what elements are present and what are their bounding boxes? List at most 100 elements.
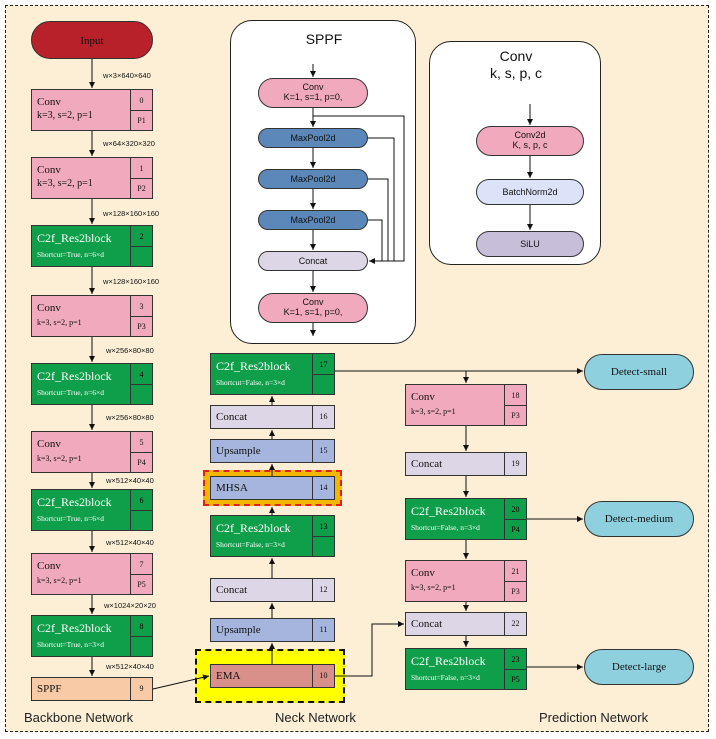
maxpool-label: MaxPool2d bbox=[290, 133, 336, 143]
node-title: Conv bbox=[37, 560, 61, 572]
neck-c2f-13: C2f_Res2block Shortcut=False, n=3×d 13 bbox=[210, 515, 335, 557]
prediction-section-label: Prediction Network bbox=[539, 710, 649, 725]
neck-upsample-11: Upsample 11 bbox=[210, 618, 335, 642]
node-title: Conv bbox=[37, 302, 61, 314]
sppf-maxpool-1: MaxPool2d bbox=[258, 128, 368, 148]
neck-upsample-15: Upsample 15 bbox=[210, 439, 335, 463]
node-index: 20 bbox=[504, 499, 526, 520]
tensor-shape-label: w×3×640×640 bbox=[103, 71, 151, 80]
node-title: C2f_Res2block bbox=[37, 495, 112, 509]
node-index: 14 bbox=[312, 477, 334, 499]
node-title: C2f_Res2block bbox=[37, 369, 112, 383]
backbone-c2f-6: C2f_Res2block Shortcut=True, n=6×d 6 bbox=[31, 489, 153, 531]
node-params: Shortcut=False, n=3×d bbox=[216, 540, 285, 549]
conv-panel-title-line2: k, s, p, c bbox=[489, 65, 543, 81]
backbone-c2f-8: C2f_Res2block Shortcut=True, n=3×d 8 bbox=[31, 615, 153, 657]
node-level-empty bbox=[130, 511, 152, 531]
node-level: P3 bbox=[504, 406, 526, 426]
node-index: 1 bbox=[130, 158, 152, 179]
silu-label: SiLU bbox=[520, 239, 540, 249]
node-level: P3 bbox=[504, 582, 526, 602]
detect-small-output: Detect-small bbox=[584, 354, 694, 390]
pred-c2f-20: C2f_Res2block Shortcut=False, n=3×d 20 P… bbox=[405, 498, 527, 540]
node-title: C2f_Res2block bbox=[216, 521, 291, 535]
sppf-conv-params: K=1, s=1, p=0, bbox=[283, 307, 343, 317]
neck-concat-12: Concat 12 bbox=[210, 578, 335, 602]
node-title: Conv bbox=[411, 567, 435, 579]
backbone-c2f-2: C2f_Res2block Shortcut=True, n=6×d 2 bbox=[31, 225, 153, 267]
node-index: 19 bbox=[504, 453, 526, 475]
node-params: Shortcut=True, n=6×d bbox=[37, 388, 104, 397]
detect-label: Detect-medium bbox=[604, 513, 674, 525]
node-params: Shortcut=False, n=3×d bbox=[411, 673, 480, 682]
node-level: P3 bbox=[130, 317, 152, 337]
node-level-empty bbox=[312, 375, 334, 395]
backbone-section-label: Backbone Network bbox=[24, 710, 134, 725]
node-title: Conv bbox=[37, 96, 61, 108]
neck-ema-10: EMA 10 bbox=[210, 664, 335, 688]
arrow bbox=[313, 115, 405, 264]
node-title: EMA bbox=[216, 670, 241, 682]
node-index: 5 bbox=[130, 432, 152, 453]
backbone-conv-5: Conv k=3, s=2, p=1 5 P4 bbox=[31, 431, 153, 473]
concat-label: Concat bbox=[298, 256, 328, 266]
node-index: 9 bbox=[130, 678, 152, 700]
conv2d-params: K, s, p, c bbox=[512, 140, 548, 150]
node-title: Upsample bbox=[216, 445, 261, 457]
backbone-conv-1: Conv k=3, s=2, p=1 1 P2 bbox=[31, 157, 153, 199]
neck-section-label: Neck Network bbox=[275, 710, 356, 725]
node-level: P2 bbox=[130, 179, 152, 199]
node-index: 7 bbox=[130, 554, 152, 575]
node-title: Upsample bbox=[216, 624, 261, 636]
node-index: 17 bbox=[312, 354, 334, 375]
node-index: 3 bbox=[130, 296, 152, 317]
node-params: Shortcut=True, n=3×d bbox=[37, 640, 104, 649]
node-params: k=3, s=2, p=1 bbox=[411, 583, 456, 592]
sppf-conv-label: Conv bbox=[302, 297, 324, 307]
node-level: P5 bbox=[504, 670, 526, 690]
sppf-maxpool-3: MaxPool2d bbox=[258, 210, 368, 230]
sppf-maxpool-2: MaxPool2d bbox=[258, 169, 368, 189]
sppf-conv-params: K=1, s=1, p=0, bbox=[283, 92, 343, 102]
tensor-shape-label: w×1024×20×20 bbox=[104, 601, 156, 610]
tensor-shape-label: w×128×160×160 bbox=[103, 209, 160, 218]
detect-large-output: Detect-large bbox=[584, 649, 694, 685]
batchnorm-label: BatchNorm2d bbox=[502, 187, 558, 197]
pred-concat-22: Concat 22 bbox=[405, 612, 527, 636]
tensor-shape-label: w×512×40×40 bbox=[106, 476, 154, 485]
input-label: Input bbox=[80, 35, 104, 47]
conv-panel-title-line1: Conv bbox=[499, 48, 533, 64]
node-params: k=3, s=2, p=1 bbox=[411, 407, 456, 416]
backbone-conv-7: Conv k=3, s=2, p=1 7 P5 bbox=[31, 553, 153, 595]
node-index: 22 bbox=[504, 613, 526, 635]
node-title: C2f_Res2block bbox=[37, 231, 112, 245]
pred-conv-21: Conv k=3, s=2, p=1 21 P3 bbox=[405, 560, 527, 602]
pred-conv-18: Conv k=3, s=2, p=1 18 P3 bbox=[405, 384, 527, 426]
node-index: 11 bbox=[312, 619, 334, 641]
node-index: 13 bbox=[312, 516, 334, 537]
node-index: 18 bbox=[504, 385, 526, 406]
node-index: 6 bbox=[130, 490, 152, 511]
node-params: Shortcut=True, n=6×d bbox=[37, 514, 104, 523]
node-level-empty bbox=[130, 247, 152, 267]
node-title: Conv bbox=[37, 438, 61, 450]
node-params: k=3, s=2, p=1 bbox=[37, 454, 82, 463]
node-title: C2f_Res2block bbox=[411, 504, 486, 518]
node-title: Conv bbox=[37, 164, 61, 176]
node-level: P4 bbox=[130, 453, 152, 473]
node-title: SPPF bbox=[37, 683, 62, 695]
conv-panel-title: Conv k, s, p, c bbox=[430, 48, 602, 82]
node-level-empty bbox=[130, 637, 152, 657]
node-params: k=3, s=2, p=1 bbox=[37, 110, 93, 121]
backbone-conv-3: Conv k=3, s=2, p=1 3 P3 bbox=[31, 295, 153, 337]
sppf-panel-title: SPPF bbox=[305, 31, 343, 47]
node-level: P1 bbox=[130, 111, 152, 131]
connector bbox=[368, 137, 395, 261]
node-level-empty bbox=[312, 537, 334, 557]
maxpool-label: MaxPool2d bbox=[290, 174, 336, 184]
node-params: Shortcut=False, n=3×d bbox=[411, 523, 480, 532]
tensor-shape-label: w×512×40×40 bbox=[106, 538, 154, 547]
detect-label: Detect-large bbox=[611, 661, 667, 673]
